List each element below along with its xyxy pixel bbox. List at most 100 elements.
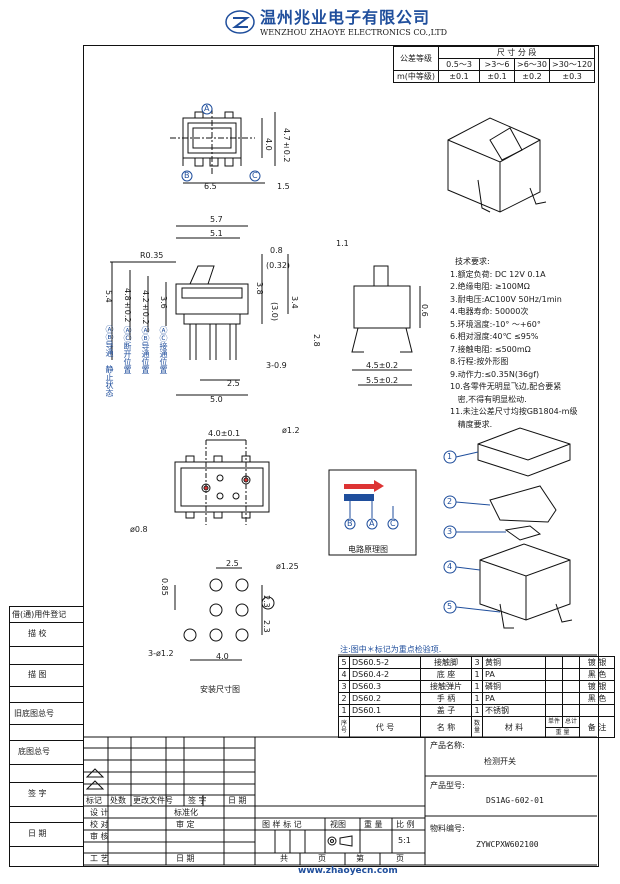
part-number: 5 [447, 602, 453, 611]
bom-no: 2 [337, 692, 351, 705]
stage-header: 图 样 标 记 [262, 820, 302, 829]
role-label: 审 核 [90, 832, 109, 841]
tech-item: 3.耐电压:AC100V 50Hz/1min [450, 294, 562, 304]
state-label: ⒶⒸ断开位置 [123, 326, 132, 374]
left-strip-label: 日 期 [28, 829, 47, 838]
dim-label: 4.5±0.2 [366, 361, 399, 370]
dim-label: 4.8±0.2 [123, 288, 132, 323]
tolerance-value: ±0.1 [479, 70, 515, 83]
dim-label: 4.0 [216, 652, 229, 661]
circuit-diagram-label: 电路原理图 [348, 545, 388, 554]
mid-label: 日 期 [176, 854, 195, 863]
dim-label: 5.4 [104, 290, 113, 303]
dim-label: ø0.8 [130, 525, 148, 534]
circuit-blue-bar [344, 494, 374, 501]
dim-label: 3.6 [159, 296, 168, 309]
dim-label: 4.7±0.2 [282, 128, 291, 163]
state-label: ⒶⒷ导通位置 [141, 326, 150, 374]
bom-qty: 1 [471, 692, 484, 705]
part-number: 3 [447, 527, 453, 536]
rev-header: 签 字 [188, 796, 207, 805]
left-strip-label: 签 字 [28, 789, 47, 798]
dim-label: 1.1 [336, 239, 349, 248]
scale-value: 5:1 [398, 836, 411, 845]
left-strip-label: 借(通)用件登记 [12, 610, 67, 619]
circuit-label-b: B [347, 519, 353, 528]
tech-item: 密,不得有明显松动. [450, 394, 527, 404]
dim-label: 3-0.9 [266, 361, 287, 370]
bom-header-row: 序号 代 号 名 称 数量 材 料 单件 总计 备 注 [337, 716, 616, 738]
left-strip-label: 描 图 [28, 670, 47, 679]
product-name: 检测开关 [484, 757, 516, 766]
bom-total [562, 704, 581, 717]
mount-drawing-label: 安装尺寸图 [200, 685, 240, 694]
dim-label: 4.0±0.1 [208, 429, 241, 438]
bom-row: 4 DS60.4-2 底 座 1 PA 黑 色 [337, 668, 616, 681]
company-name-en: WENZHOU ZHAOYE ELECTRONICS CO.,LTD [260, 28, 448, 37]
side-view-outline [110, 225, 289, 396]
circle-label-b: B [184, 171, 190, 180]
dim-label: (3.0) [270, 302, 279, 321]
material-code-label: 物料编号: [430, 824, 465, 833]
mounting-hole-pattern [174, 567, 275, 661]
dim-label: 0.8 [270, 246, 283, 255]
tech-item: 11.未注公差尺寸均按GB1804-m级 [450, 407, 578, 416]
tech-item: 6.相对湿度:40℃ ≤95% [450, 332, 539, 341]
left-strip-label: 旧底图总号 [14, 709, 54, 718]
top-view-outline [170, 108, 276, 184]
dim-label: 2.5 [226, 559, 239, 568]
part-number: 2 [447, 497, 453, 506]
dim-label: 2.8 [312, 334, 321, 347]
dim-label: 6.5 [204, 182, 217, 191]
role-label: 工 艺 [90, 854, 109, 863]
part-number: 4 [447, 562, 453, 571]
bom-finish: 黑 色 [579, 692, 616, 705]
company-logo [225, 10, 255, 34]
tech-item: 4.电器寿命: 50000次 [450, 307, 529, 316]
tech-item: 10.各零件无明显飞边,配合要紧 [450, 382, 562, 391]
product-model-label: 产品型号: [430, 781, 465, 790]
dim-label: (0.32) [266, 261, 291, 270]
left-strip [9, 606, 84, 867]
sheet-label: 页 [396, 854, 404, 863]
end-view-outline [351, 265, 421, 386]
circuit-label-a: A [369, 519, 375, 528]
sheet-label: 页 [318, 854, 326, 863]
circuit-label-c: C [390, 519, 396, 528]
dim-label: 2.3 [262, 595, 271, 608]
dim-label: 5.5±0.2 [366, 376, 399, 385]
dim-label: 4.2±0.2 [141, 290, 150, 325]
dim-label: 3.4 [290, 296, 299, 309]
isometric-view [447, 117, 547, 213]
rev-header: 处数 [110, 796, 126, 805]
drawing-frame [83, 45, 599, 867]
role-label: 设 计 [90, 808, 109, 817]
tolerance-table: 公差等级 尺 寸 分 段 0.5～3 >3～6 >6～30 >30～120 m(… [393, 46, 596, 83]
state-label: ⒶⒷ导通 [105, 325, 114, 357]
product-name-label: 产品名称: [430, 741, 465, 750]
role-label: 校 对 [90, 820, 109, 829]
product-model: DS1AG-602-01 [486, 796, 544, 805]
circuit-red-arrow [344, 484, 374, 489]
dim-label: 5.1 [210, 229, 223, 238]
stage-header: 视图 [330, 820, 346, 829]
stage-header: 比 例 [396, 820, 415, 829]
tech-item: 9.动作力:≤0.35N(36gf) [450, 369, 540, 379]
dim-label: 2.3 [262, 620, 271, 633]
dim-label: R0.35 [140, 251, 164, 260]
dim-label: 0.85 [160, 578, 169, 596]
tech-title: 技术要求: [455, 257, 490, 266]
rev-header: 更改文件号 [133, 796, 173, 805]
circle-label-a: A [204, 104, 210, 113]
mid-label: 标准化 [174, 808, 198, 817]
state-label: 静止状态 [105, 365, 114, 397]
dim-label: 1.5 [277, 182, 290, 191]
mid-label: 审 定 [176, 820, 195, 829]
material-code: ZYWCPXW602100 [476, 840, 539, 849]
dim-label: ø1.25 [276, 562, 299, 571]
tech-requirements: 技术要求: 1.额定负荷: DC 12V 0.1A 2.绝缘电阻: ≥100MΩ… [450, 256, 577, 431]
tech-item: 7.接触电阻: ≤500mΩ [450, 344, 531, 354]
bottom-view-outline [174, 439, 270, 525]
tech-item: 精度要求. [450, 419, 493, 429]
circle-label-c: C [252, 171, 258, 180]
